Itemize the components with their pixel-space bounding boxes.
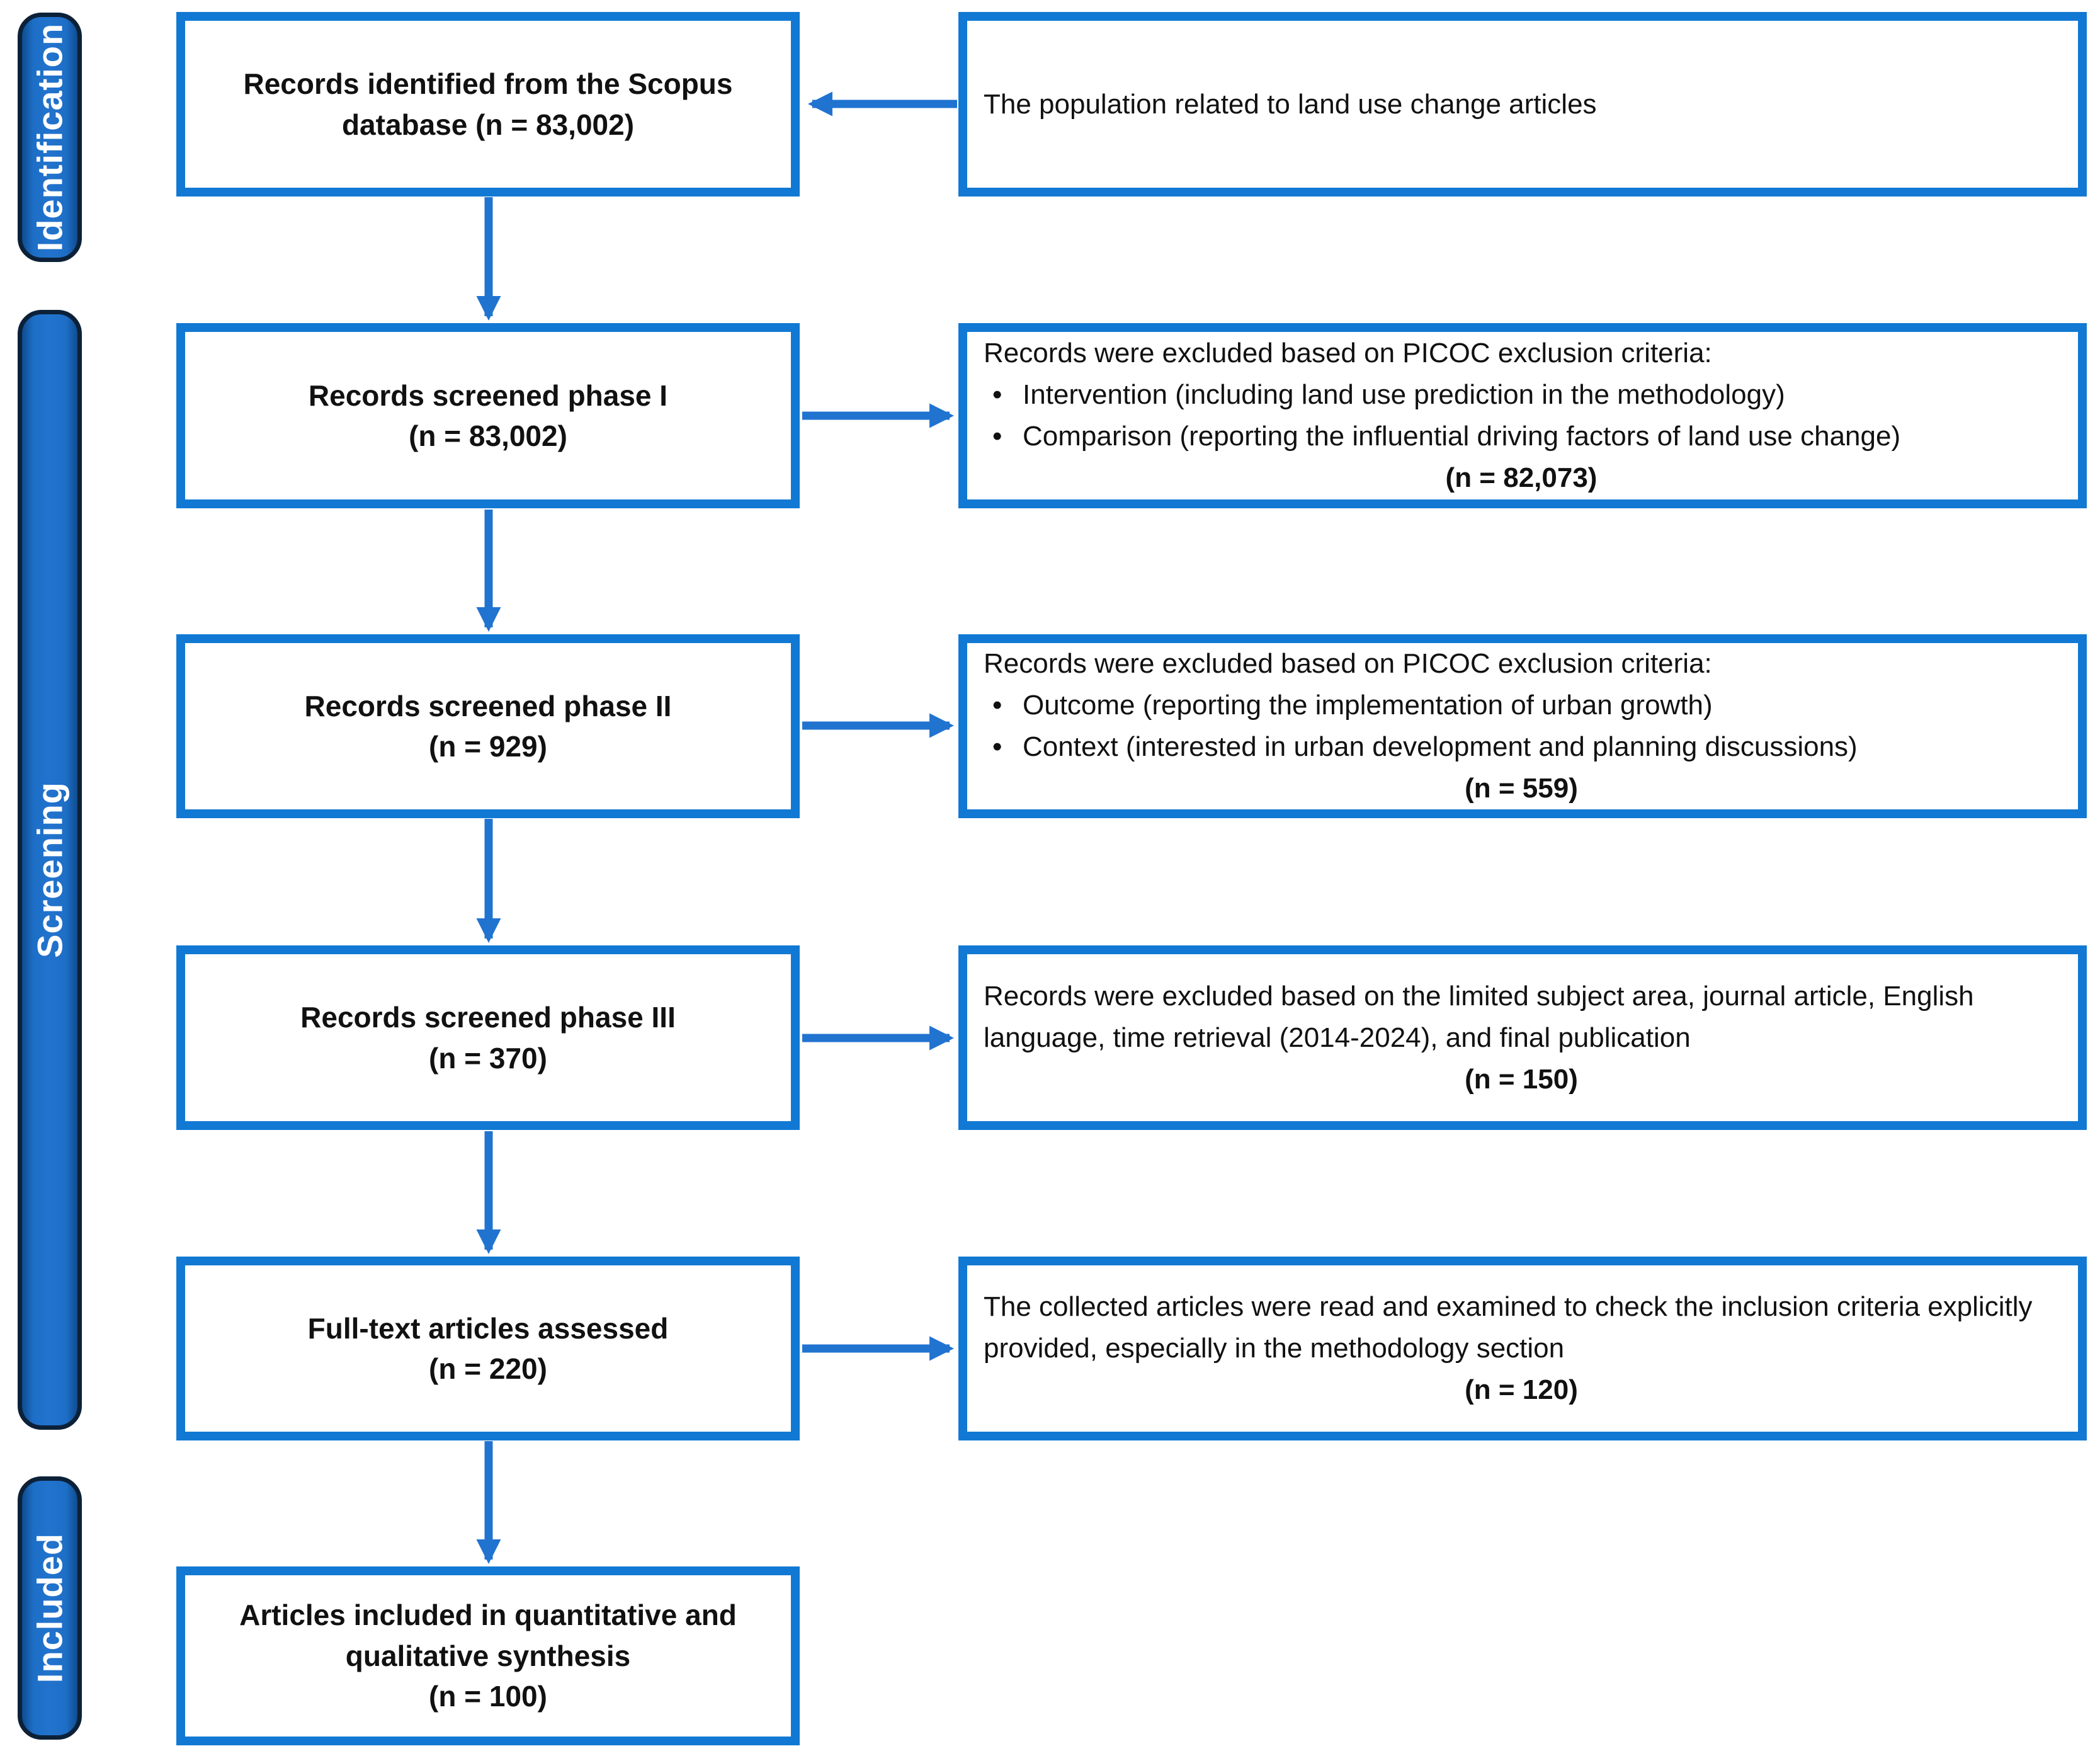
side-box-inclusion-check: The collected articles were read and exa… xyxy=(958,1257,2087,1440)
bullet-item: • Intervention (including land use predi… xyxy=(984,374,2059,416)
side-box-text: Records were excluded based on the limit… xyxy=(984,980,1974,1053)
flow-box-count: (n = 100) xyxy=(429,1680,547,1713)
flow-box-screened-phase-3: Records screened phase III (n = 370) xyxy=(176,945,800,1130)
flow-box-label: Full-text articles assessed xyxy=(307,1311,669,1345)
flow-box-count: (n = 220) xyxy=(429,1352,547,1385)
bullet-text: Intervention (including land use predict… xyxy=(1023,379,1785,410)
bullet-icon: • xyxy=(992,379,1002,410)
side-box-text: The population related to land use chang… xyxy=(984,88,1597,120)
stage-label-included: Included xyxy=(30,1532,70,1684)
bullet-icon: • xyxy=(992,731,1002,762)
side-box-intro: Records were excluded based on PICOC exc… xyxy=(984,648,1712,679)
flow-box-count: (n = 370) xyxy=(429,1041,547,1075)
side-box-count: (n = 150) xyxy=(1465,1063,1578,1095)
side-box-count: (n = 120) xyxy=(1465,1374,1578,1405)
flow-box-fulltext-assessed: Full-text articles assessed (n = 220) xyxy=(176,1257,800,1440)
flow-box-records-identified: Records identified from the Scopus datab… xyxy=(176,12,800,197)
flow-box-label: Records identified from the Scopus datab… xyxy=(243,67,733,141)
bullet-item: • Comparison (reporting the influential … xyxy=(984,416,2059,457)
flow-box-label: Articles included in quantitative and qu… xyxy=(239,1599,737,1672)
side-box-intro: Records were excluded based on PICOC exc… xyxy=(984,338,1712,368)
side-box-picoc-exclusion-1: Records were excluded based on PICOC exc… xyxy=(958,323,2087,508)
side-box-count: (n = 82,073) xyxy=(1445,462,1598,493)
bullet-item: • Outcome (reporting the implementation … xyxy=(984,685,2059,726)
flow-box-count: (n = 83,002) xyxy=(475,108,635,141)
side-box-count: (n = 559) xyxy=(1465,773,1578,804)
stage-bar-included: Included xyxy=(18,1476,82,1740)
flow-box-articles-included: Articles included in quantitative and qu… xyxy=(176,1566,800,1745)
bullet-text: Comparison (reporting the influential dr… xyxy=(1023,421,1901,452)
side-box-picoc-exclusion-2: Records were excluded based on PICOC exc… xyxy=(958,634,2087,818)
flow-box-label: Records screened phase I xyxy=(308,379,668,412)
flow-box-screened-phase-1: Records screened phase I (n = 83,002) xyxy=(176,323,800,508)
flow-box-count: (n = 929) xyxy=(429,730,547,763)
side-box-text: The collected articles were read and exa… xyxy=(984,1291,2033,1364)
flow-box-count: (n = 83,002) xyxy=(409,419,567,452)
flow-box-screened-phase-2: Records screened phase II (n = 929) xyxy=(176,634,800,818)
bullet-text: Context (interested in urban development… xyxy=(1023,731,1858,762)
bullet-icon: • xyxy=(992,690,1002,721)
bullet-item: • Context (interested in urban developme… xyxy=(984,726,2059,768)
bullet-icon: • xyxy=(992,421,1002,452)
flow-box-text: Records identified from the Scopus datab… xyxy=(199,64,777,145)
stage-label-identification: Identification xyxy=(30,23,70,252)
side-box-population: The population related to land use chang… xyxy=(958,12,2087,197)
flow-box-label: Records screened phase III xyxy=(300,1001,676,1034)
stage-bar-identification: Identification xyxy=(18,13,82,262)
stage-label-screening: Screening xyxy=(30,782,70,958)
side-box-limited-subject-exclusion: Records were excluded based on the limit… xyxy=(958,945,2087,1130)
bullet-text: Outcome (reporting the implementation of… xyxy=(1023,690,1713,721)
flow-box-label: Records screened phase II xyxy=(304,689,672,722)
stage-bar-screening: Screening xyxy=(18,310,82,1430)
